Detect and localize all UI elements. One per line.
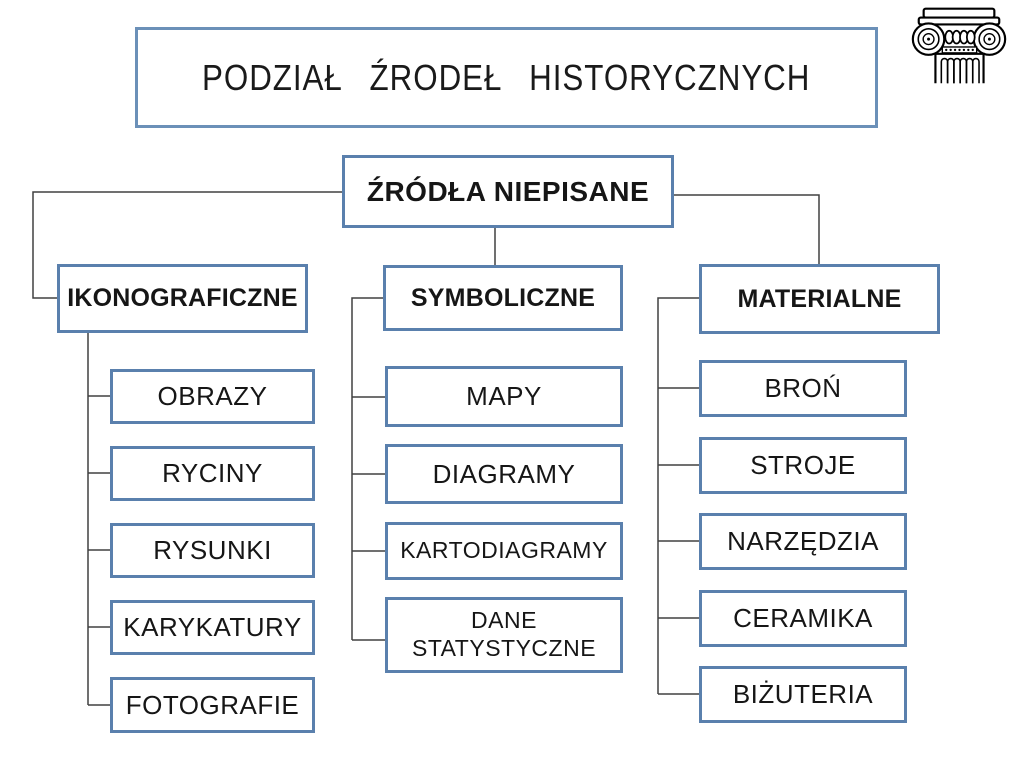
node-rysunki: RYSUNKI xyxy=(110,523,315,578)
node-bron: BROŃ xyxy=(699,360,907,417)
slide-title: PODZIAŁ ŹRODEŁ HISTORYCZNYCH xyxy=(202,56,811,98)
slide-title-box: PODZIAŁ ŹRODEŁ HISTORYCZNYCH xyxy=(135,27,878,128)
branch-ikonograficzne: IKONOGRAFICZNE xyxy=(57,264,308,333)
node-karykatury: KARYKATURY xyxy=(110,600,315,655)
node-bizuteria: BIŻUTERIA xyxy=(699,666,907,723)
node-zrodla-niepisane: ŹRÓDŁA NIEPISANE xyxy=(342,155,674,228)
node-kartodiagramy: KARTODIAGRAMY xyxy=(385,522,623,580)
node-dane-statystyczne: DANE STATYSTYCZNE xyxy=(385,597,623,673)
node-ceramika: CERAMIKA xyxy=(699,590,907,647)
node-ryciny: RYCINY xyxy=(110,446,315,501)
branch-materialne: MATERIALNE xyxy=(699,264,940,334)
node-stroje: STROJE xyxy=(699,437,907,494)
node-fotografie: FOTOGRAFIE xyxy=(110,677,315,733)
branch-symboliczne: SYMBOLICZNE xyxy=(383,265,623,331)
node-diagramy: DIAGRAMY xyxy=(385,444,623,504)
node-narzedzia: NARZĘDZIA xyxy=(699,513,907,570)
node-mapy: MAPY xyxy=(385,366,623,427)
node-obrazy: OBRAZY xyxy=(110,369,315,424)
ionic-column-capital-icon xyxy=(911,7,1007,84)
